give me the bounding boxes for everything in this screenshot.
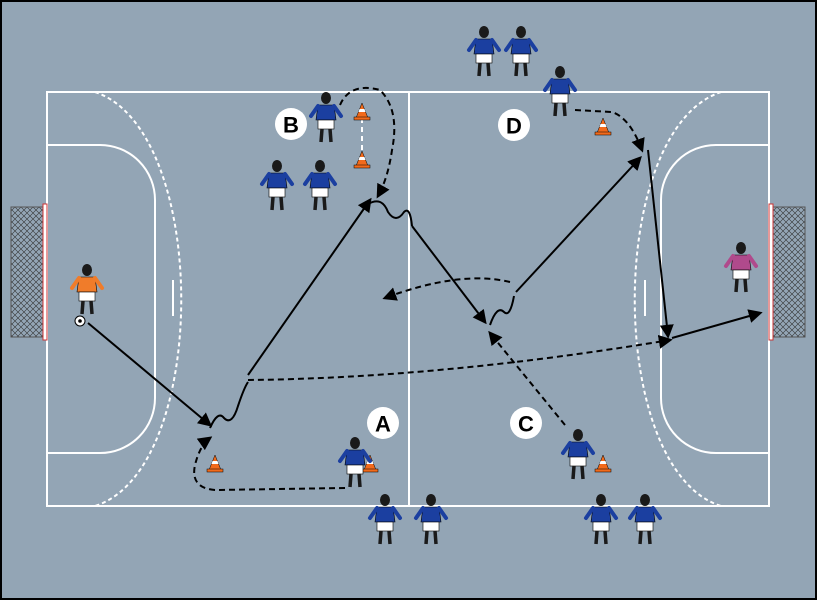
right-penalty-area: [660, 144, 769, 454]
right-free-kick-line: [633, 91, 722, 507]
run-B: [339, 86, 396, 199]
station-A-label: A: [375, 412, 391, 437]
station-B-label: B: [283, 113, 299, 138]
station-A-marker: A: [367, 407, 399, 439]
run-D: [574, 109, 645, 153]
left-free-kick-line: [94, 91, 183, 507]
left-goal: [10, 203, 48, 341]
pass-to-C: [411, 225, 487, 325]
run-A-curve: [193, 436, 346, 492]
station-C-marker: C: [510, 407, 542, 439]
pass-to-B: [247, 197, 372, 376]
station-C-label: C: [518, 412, 534, 437]
pass-to-D: [515, 155, 642, 293]
station-labels: A B C D: [275, 108, 542, 439]
right-goal: [768, 203, 806, 341]
shot-on-goal: [671, 309, 763, 339]
movement-lines: [87, 149, 763, 429]
run-A-across: [247, 334, 673, 381]
pass-to-striker: [647, 149, 674, 339]
station-B-marker: B: [275, 108, 307, 140]
run-C-back: [382, 277, 511, 301]
dribble-C: [489, 295, 515, 326]
ball-icon: [74, 315, 86, 327]
dribble-B: [367, 200, 413, 227]
station-D-label: D: [506, 114, 522, 139]
run-lines: [193, 86, 673, 492]
left-penalty-area: [47, 144, 156, 454]
pass-keeper-to-A: [87, 322, 213, 427]
station-D-marker: D: [498, 109, 530, 141]
dribble-A1: [209, 381, 249, 429]
